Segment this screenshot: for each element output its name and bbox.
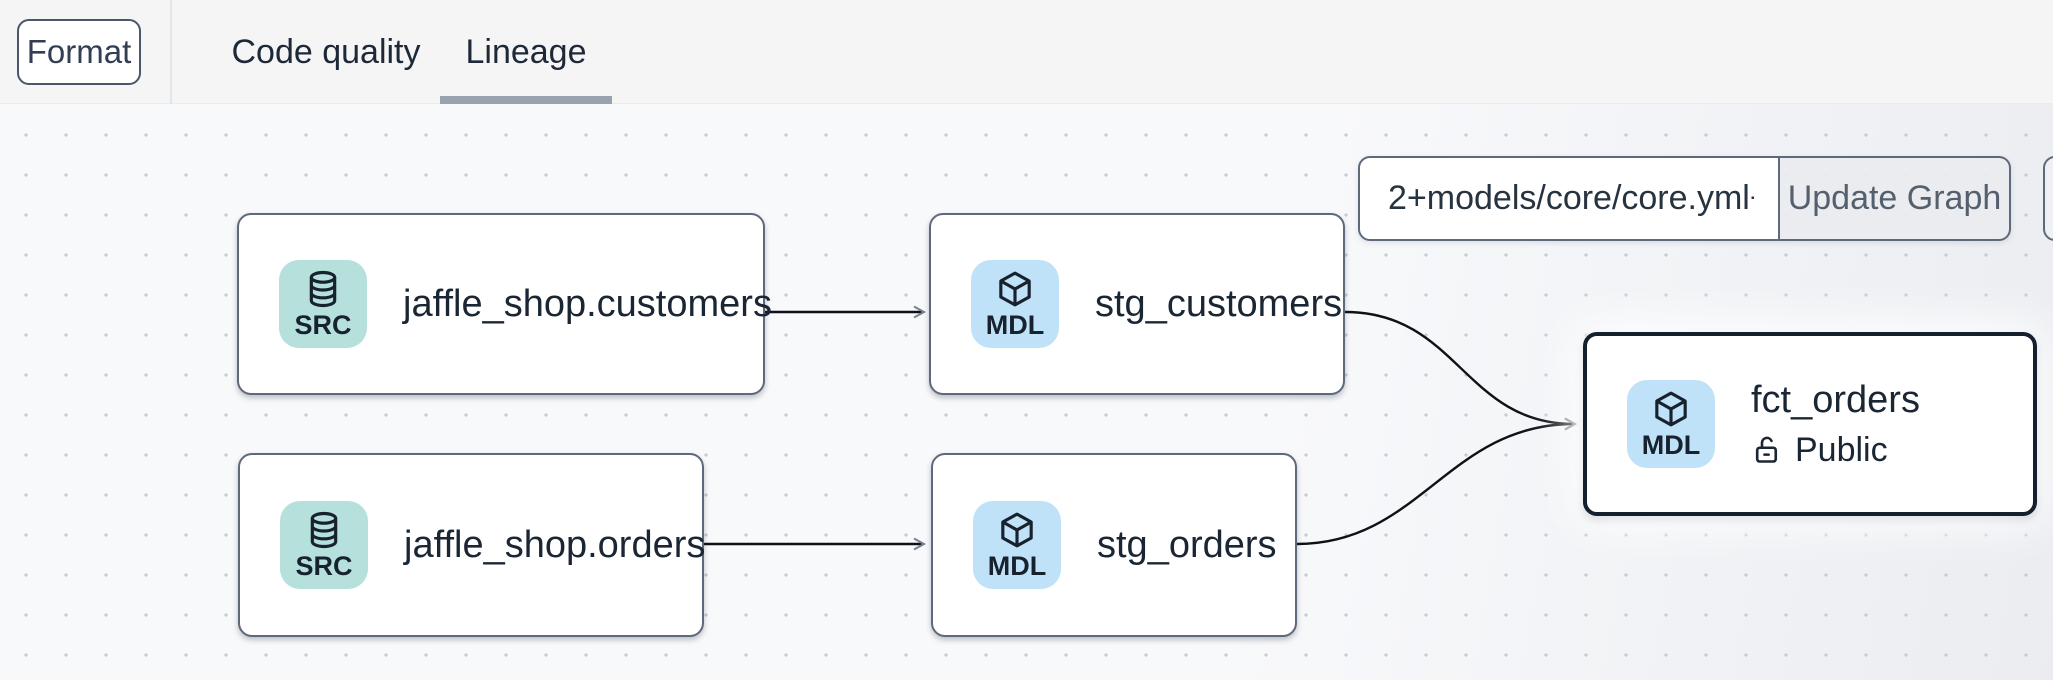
node-title: jaffle_shop.orders <box>404 523 706 566</box>
database-icon <box>309 270 337 308</box>
edge-stgcustomers-fct <box>1344 310 1578 431</box>
tab-code-quality[interactable]: Code quality <box>212 0 440 104</box>
node-title: stg_customers <box>1095 282 1343 325</box>
node-title: fct_orders <box>1751 378 1920 421</box>
edge-stgorders-fct <box>1296 417 1578 546</box>
lineage-controls: Update Graph <box>1358 156 2011 241</box>
tab-code-quality-label: Code quality <box>231 32 421 71</box>
source-badge: SRC <box>280 501 368 589</box>
access-label: Public <box>1795 430 1888 469</box>
node-text-block: fct_orders Public <box>1751 379 1920 470</box>
node-stg-orders[interactable]: MDL stg_orders <box>931 453 1297 637</box>
top-toolbar: Format Code quality Lineage <box>0 0 2053 104</box>
model-badge: MDL <box>1627 380 1715 468</box>
cube-icon <box>1655 391 1687 427</box>
node-type-label: SRC <box>295 551 353 581</box>
source-badge: SRC <box>279 260 367 348</box>
database-icon <box>310 511 338 549</box>
node-title: stg_orders <box>1097 523 1277 566</box>
cube-icon <box>1001 512 1033 548</box>
format-button[interactable]: Format <box>17 19 141 85</box>
lock-open-icon <box>1755 436 1778 463</box>
lineage-selector-input[interactable] <box>1358 156 1780 241</box>
node-type-label: MDL <box>1641 430 1701 460</box>
clipped-edge-button[interactable] <box>2043 156 2053 241</box>
cube-icon <box>999 271 1031 307</box>
node-type-label: SRC <box>294 310 352 340</box>
active-tab-underline <box>440 96 612 104</box>
lineage-edges <box>703 305 1578 551</box>
node-stg-customers[interactable]: MDL stg_customers <box>929 213 1345 395</box>
node-jaffle-shop-orders[interactable]: SRC jaffle_shop.orders <box>238 453 706 637</box>
tab-lineage[interactable]: Lineage <box>440 0 612 104</box>
tab-lineage-label: Lineage <box>465 32 587 71</box>
toolbar-divider <box>170 0 172 104</box>
model-badge: MDL <box>973 501 1061 589</box>
update-graph-button[interactable]: Update Graph <box>1780 156 2011 241</box>
node-title: jaffle_shop.customers <box>403 282 772 325</box>
access-row: Public <box>1751 431 1920 470</box>
model-badge: MDL <box>971 260 1059 348</box>
node-type-label: MDL <box>985 310 1045 340</box>
node-jaffle-shop-customers[interactable]: SRC jaffle_shop.customers <box>237 213 772 395</box>
node-fct-orders[interactable]: MDL fct_orders Public <box>1583 332 2037 516</box>
node-type-label: MDL <box>987 551 1047 581</box>
